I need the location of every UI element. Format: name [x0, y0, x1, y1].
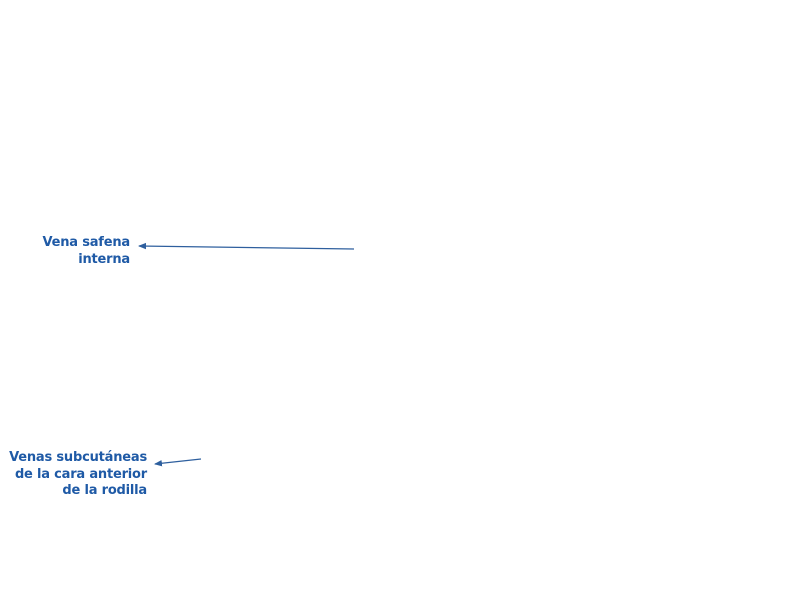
label-venas-subcutaneas: Venas subcutáneas de la cara anterior de… — [9, 450, 147, 500]
arrow-safena — [138, 242, 355, 250]
label-line: Venas subcutáneas — [9, 450, 147, 465]
label-line: Vena safena — [42, 235, 130, 250]
label-line: interna — [78, 251, 130, 267]
arrow-venas — [154, 458, 202, 467]
label-line: de la cara anterior — [14, 466, 147, 482]
label-line: de la rodilla — [62, 483, 147, 498]
label-vena-safena-interna: Vena safena interna — [42, 235, 130, 268]
